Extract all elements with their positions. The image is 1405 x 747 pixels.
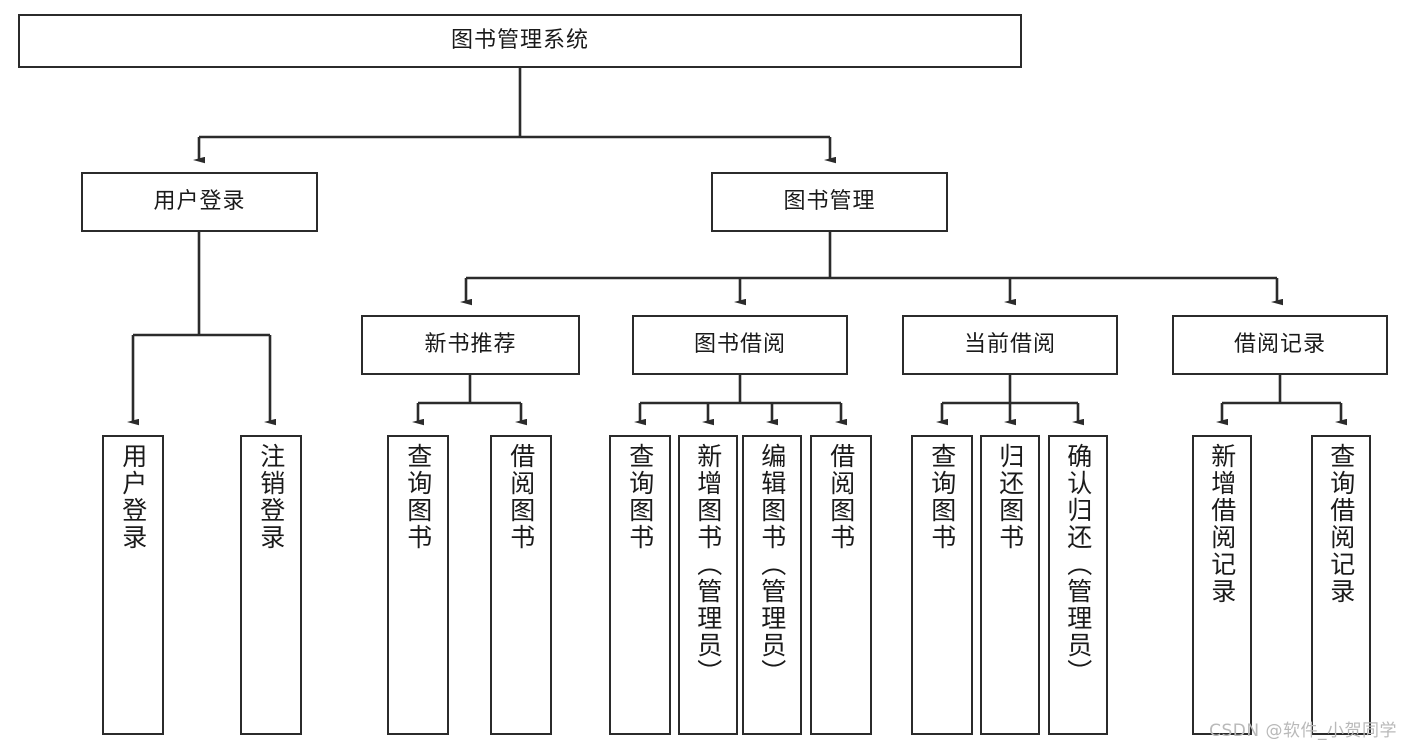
node-label: 用户登录 xyxy=(153,189,246,215)
leaf-current-borrow-query-book[interactable]: 查询图书 xyxy=(911,435,973,735)
leaf-book-borrow-add-book-admin[interactable]: 新增图书（管理员） xyxy=(678,435,738,735)
node-label: 查询图书 xyxy=(625,443,655,551)
leaf-book-borrow-borrow-book[interactable]: 借阅图书 xyxy=(810,435,872,735)
node-label: 图书借阅 xyxy=(693,332,786,358)
node-label: 借阅图书 xyxy=(826,443,856,551)
node-label: 借阅图书 xyxy=(506,443,536,551)
leaf-book-borrow-edit-book-admin[interactable]: 编辑图书（管理员） xyxy=(742,435,802,735)
node-book-management[interactable]: 图书管理 xyxy=(711,172,948,232)
node-label: 图书管理 xyxy=(783,189,876,215)
leaf-current-borrow-return-book[interactable]: 归还图书 xyxy=(980,435,1040,735)
node-book-borrow[interactable]: 图书借阅 xyxy=(632,315,848,375)
node-label: 当前借阅 xyxy=(963,332,1056,358)
node-user-login[interactable]: 用户登录 xyxy=(81,172,318,232)
node-label: 查询图书 xyxy=(403,443,433,551)
leaf-current-borrow-confirm-return-admin[interactable]: 确认归还（管理员） xyxy=(1048,435,1108,735)
leaf-borrow-record-query-record[interactable]: 查询借阅记录 xyxy=(1311,435,1371,735)
leaf-user-login-login[interactable]: 用户登录 xyxy=(102,435,164,735)
node-label: 编辑图书（管理员） xyxy=(757,443,787,686)
node-label: 归还图书 xyxy=(995,443,1025,551)
node-label: 新书推荐 xyxy=(424,332,517,358)
node-current-borrow[interactable]: 当前借阅 xyxy=(902,315,1118,375)
node-label: 借阅记录 xyxy=(1233,332,1326,358)
leaf-borrow-record-add-record[interactable]: 新增借阅记录 xyxy=(1192,435,1252,735)
node-label: 新增借阅记录 xyxy=(1207,443,1237,605)
node-label: 新增图书（管理员） xyxy=(693,443,723,686)
node-new-book-recommend[interactable]: 新书推荐 xyxy=(361,315,580,375)
leaf-new-book-query-book[interactable]: 查询图书 xyxy=(387,435,449,735)
node-borrow-record[interactable]: 借阅记录 xyxy=(1172,315,1388,375)
leaf-user-login-logout[interactable]: 注销登录 xyxy=(240,435,302,735)
node-label: 用户登录 xyxy=(118,443,148,551)
node-label: 图书管理系统 xyxy=(450,28,589,54)
csdn-watermark: CSDN @软件_小贺同学 xyxy=(1209,721,1397,741)
node-label: 注销登录 xyxy=(256,443,286,551)
node-root-book-management-system[interactable]: 图书管理系统 xyxy=(18,14,1022,68)
node-label: 查询借阅记录 xyxy=(1326,443,1356,605)
node-label: 查询图书 xyxy=(927,443,957,551)
leaf-new-book-borrow-book[interactable]: 借阅图书 xyxy=(490,435,552,735)
leaf-book-borrow-query-book[interactable]: 查询图书 xyxy=(609,435,671,735)
node-label: 确认归还（管理员） xyxy=(1063,443,1093,686)
